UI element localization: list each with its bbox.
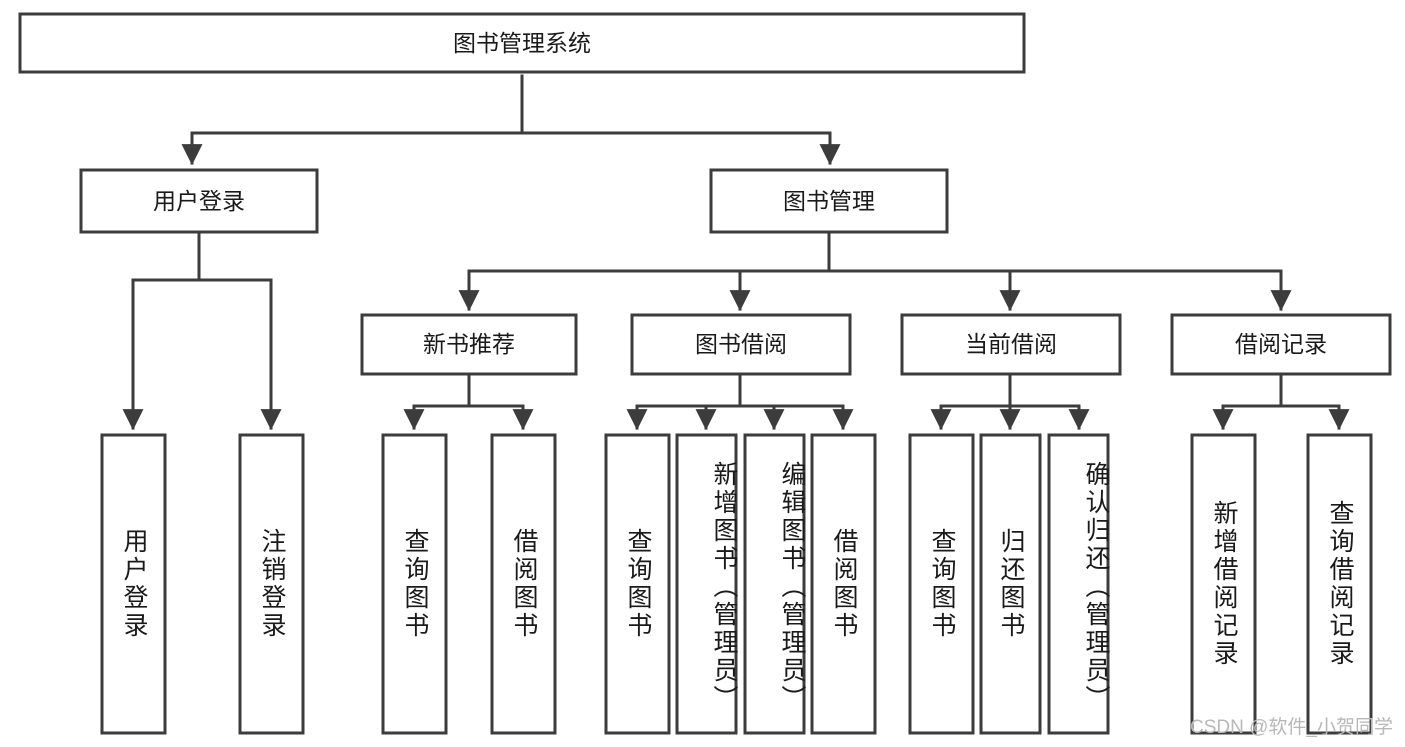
node-box-book-borrow[interactable] xyxy=(630,313,852,376)
node-box-leaf-add-book[interactable] xyxy=(675,433,738,735)
node-box-book-management[interactable] xyxy=(709,168,949,234)
node-box-new-book-recommend[interactable] xyxy=(360,313,578,376)
node-box-leaf-query-book-3[interactable] xyxy=(908,433,975,735)
node-box-leaf-query-book-2[interactable] xyxy=(604,433,671,735)
node-box-user-login[interactable] xyxy=(79,168,319,234)
node-box-leaf-user-logout[interactable] xyxy=(238,433,305,735)
node-box-leaf-user-login[interactable] xyxy=(100,433,167,735)
node-box-leaf-borrow-book-1[interactable] xyxy=(490,433,557,735)
node-box-borrow-record[interactable] xyxy=(1170,313,1392,376)
node-box-leaf-borrow-book-2[interactable] xyxy=(810,433,877,735)
node-box-leaf-add-borrow-record[interactable] xyxy=(1190,433,1257,735)
node-box-leaf-edit-book[interactable] xyxy=(743,433,806,735)
node-box-leaf-query-book-1[interactable] xyxy=(381,433,448,735)
node-box-root[interactable] xyxy=(18,12,1026,74)
watermark-text: CSDN @软件_小贺同学 xyxy=(1190,717,1393,738)
node-box-leaf-query-borrow-record[interactable] xyxy=(1306,433,1373,735)
node-box-current-borrow[interactable] xyxy=(900,313,1122,376)
node-box-leaf-return-book[interactable] xyxy=(979,433,1042,735)
node-box-leaf-confirm-return[interactable] xyxy=(1047,433,1110,735)
